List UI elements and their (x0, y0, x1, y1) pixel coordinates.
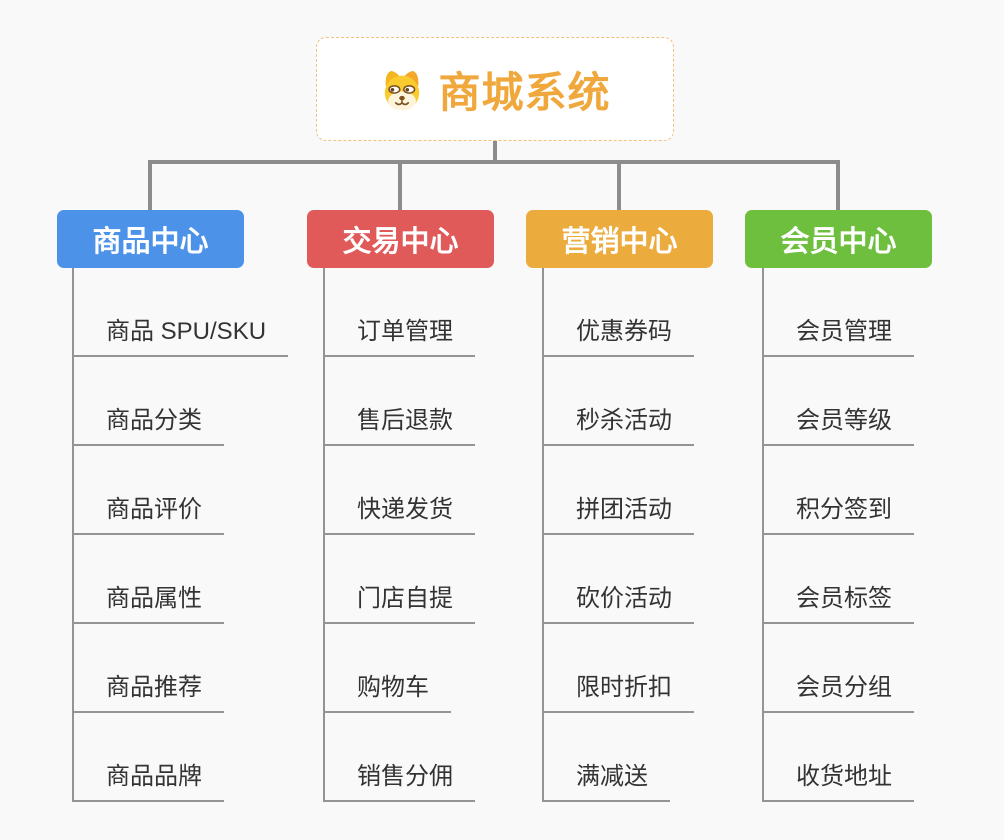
leaf-topic-label: 商品推荐 (106, 674, 202, 701)
leaf-topic-label: 会员管理 (796, 318, 892, 345)
leaf-topic[interactable]: 商品属性 (72, 582, 224, 624)
leaf-topic[interactable]: 销售分佣 (323, 760, 475, 802)
leaf-topic-label: 砍价活动 (576, 585, 672, 612)
leaf-topic-label: 优惠券码 (576, 318, 672, 345)
leaf-topic[interactable]: 商品评价 (72, 493, 224, 535)
leaf-topic-label: 商品分类 (106, 407, 202, 434)
leaf-topic[interactable]: 砍价活动 (542, 582, 694, 624)
leaf-topic-label: 商品 SPU/SKU (106, 318, 267, 345)
leaf-topic-label: 限时折扣 (576, 674, 672, 701)
leaf-topic[interactable]: 会员管理 (762, 315, 914, 357)
leaf-topic[interactable]: 商品 SPU/SKU (72, 315, 289, 357)
leaf-topic[interactable]: 满减送 (542, 760, 670, 802)
root-topic[interactable]: 商城系统 (316, 37, 674, 141)
leaf-topic[interactable]: 订单管理 (323, 315, 475, 357)
leaf-topic[interactable]: 购物车 (323, 671, 451, 713)
leaf-topic-label: 会员等级 (796, 407, 892, 434)
branch-trunk-trade (323, 268, 325, 802)
leaf-topic-label: 满减送 (576, 763, 648, 790)
root-topic-label: 商城系统 (438, 68, 611, 116)
branch-trunk-product (72, 268, 74, 802)
leaf-topic-label: 购物车 (357, 674, 429, 701)
connector-drop-member (836, 160, 840, 210)
leaf-topic[interactable]: 限时折扣 (542, 671, 694, 713)
leaf-topic-label: 商品评价 (106, 496, 202, 523)
leaf-topic-label: 商品属性 (106, 585, 202, 612)
leaf-topic-label: 收货地址 (796, 763, 892, 790)
leaf-topic-label: 订单管理 (357, 318, 453, 345)
branch-marketing-center[interactable]: 营销中心 (526, 210, 713, 268)
connector-drop-trade (398, 160, 402, 210)
connector-root-stem (493, 141, 497, 162)
leaf-topic-label: 销售分佣 (357, 763, 453, 790)
leaf-topic[interactable]: 商品推荐 (72, 671, 224, 713)
leaf-topic[interactable]: 售后退款 (323, 404, 475, 446)
leaf-topic[interactable]: 积分签到 (762, 493, 914, 535)
dog-face-icon (385, 70, 420, 111)
leaf-topic-label: 秒杀活动 (576, 407, 672, 434)
leaf-topic[interactable]: 拼团活动 (542, 493, 694, 535)
branch-trunk-member (762, 268, 764, 802)
branch-product-center[interactable]: 商品中心 (57, 210, 244, 268)
leaf-topic[interactable]: 会员标签 (762, 582, 914, 624)
connector-drop-product (148, 160, 152, 210)
branch-trade-center[interactable]: 交易中心 (307, 210, 494, 268)
leaf-topic[interactable]: 快递发货 (323, 493, 475, 535)
leaf-topic-label: 会员标签 (796, 585, 892, 612)
leaf-topic[interactable]: 商品分类 (72, 404, 224, 446)
leaf-topic-label: 快递发货 (357, 496, 453, 523)
leaf-topic-label: 售后退款 (357, 407, 453, 434)
leaf-topic[interactable]: 优惠券码 (542, 315, 694, 357)
branch-trunk-marketing (542, 268, 544, 802)
leaf-topic[interactable]: 商品品牌 (72, 760, 224, 802)
leaf-topic[interactable]: 门店自提 (323, 582, 475, 624)
leaf-topic-label: 积分签到 (796, 496, 892, 523)
leaf-topic-label: 拼团活动 (576, 496, 672, 523)
leaf-topic[interactable]: 收货地址 (762, 760, 914, 802)
leaf-topic[interactable]: 会员等级 (762, 404, 914, 446)
leaf-topic-label: 门店自提 (357, 585, 453, 612)
branch-member-center[interactable]: 会员中心 (745, 210, 932, 268)
connector-drop-marketing (617, 160, 621, 210)
leaf-topic[interactable]: 秒杀活动 (542, 404, 694, 446)
leaf-topic-label: 会员分组 (796, 674, 892, 701)
leaf-topic-label: 商品品牌 (106, 763, 202, 790)
leaf-topic[interactable]: 会员分组 (762, 671, 914, 713)
connector-horizontal (148, 160, 840, 164)
